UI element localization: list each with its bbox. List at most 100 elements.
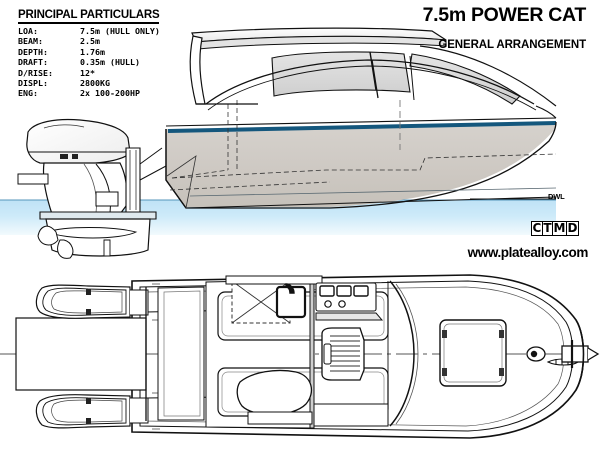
midsection-shade [95,163,111,214]
skeg [103,239,111,257]
plan-view [0,274,600,439]
hatch-hinge-1 [442,330,447,338]
engine-badge [60,154,68,159]
drawing-subtitle: GENERAL ARRANGEMENT [438,39,586,51]
windshield-post [371,59,379,99]
spec-value: 12* [80,67,95,78]
hatch-latch-1 [499,330,504,338]
deck-edge-line [165,117,557,127]
galley-hatch-group [225,275,323,324]
spec-row: ENG: 2x 100-200HP [18,88,160,98]
helm-seat-base [247,411,313,425]
cabin-side-coaming-inner [207,65,537,111]
plan-aft-step-inner [163,290,201,417]
boarding-platform [15,317,147,391]
galley-bench [225,275,323,285]
principal-particulars-table: LOA: 7.5m (HULL ONLY) BEAM: 2.5m DEPTH: … [18,26,160,99]
spec-row: D/RISE: 12* [18,68,160,78]
gearcase-torpedo [46,227,138,239]
foredeck-hatch-inner [443,323,503,383]
spec-label: D/RISE: [18,67,53,78]
spec-row: LOA: 7.5m (HULL ONLY) [18,26,160,36]
engine-bracket [125,147,141,213]
spec-label: LOA: [18,26,38,36]
spec-value: 7.5m (HULL ONLY) [80,26,160,36]
anti-ventilation-plate [39,211,157,220]
hatch-latch-2 [499,368,504,376]
cabin-side-coaming [205,59,535,105]
bow-profile [535,105,557,119]
chine-line [185,196,557,209]
foredeck-hatch [439,319,507,387]
switch-2 [338,300,346,308]
plan-stem-line [575,319,585,391]
outboard-engine-profile [17,118,167,259]
hull-side-shading [166,122,556,207]
ctmd-letter-t: T [542,221,553,235]
hatch-hinge-2 [442,368,447,376]
helm-station-group [321,327,365,381]
steering-wheel [330,335,360,372]
spec-label: ENG: [18,88,38,99]
windshield-glass [409,53,521,105]
engine-arm [17,173,49,185]
cabin-forward-post [409,55,415,101]
ctmd-logo: C T M D [531,221,579,236]
propeller-blade-2 [57,239,74,259]
switch-1 [324,300,332,308]
spec-value: 2x 100-200HP [80,88,140,99]
ctmd-letter-c: C [532,221,543,235]
spec-row: DRAFT: 0.35m (HULL) [18,57,160,67]
hidden-construction-lines [169,100,557,191]
trim-ram [139,147,167,181]
gauge-1 [319,285,335,297]
spec-value: 0.35m (HULL) [80,57,140,68]
spec-row: BEAM: 2.5m [18,36,160,46]
wheel-hub [323,343,332,365]
bracket-pivot [95,191,119,207]
midsection-shade-2 [83,163,97,214]
spec-row: DISPL: 2800KG [18,78,160,88]
gauge-2 [336,285,352,297]
spec-value: 1.76m [80,46,105,57]
dash-edge [315,312,384,321]
cowling-vent [43,124,85,129]
transom-diagonal [166,155,197,209]
design-waterline-label: DWL [548,192,565,201]
side-profile-view [17,27,557,259]
cabin-bulkhead [309,279,315,429]
cabin-sheer-top [419,45,557,107]
cabin-step [313,403,389,427]
dashboard-group [315,282,384,321]
helm-seat [236,369,313,416]
hull-outline [165,121,557,209]
bow-cleat [526,346,546,362]
sink-faucet [285,283,295,294]
anchor-roller [561,340,600,368]
outboard-engine-stbd-plan [35,392,160,430]
spec-label: DEPTH: [18,46,48,57]
spec-row: DEPTH: 1.76m [18,47,160,57]
spec-label: DISPL: [18,78,48,89]
bracket-detail [129,150,137,210]
spec-value: 2800KG [80,78,110,89]
sheer-stripe [168,120,556,133]
spec-heading: PRINCIPAL PARTICULARS [18,9,160,24]
spec-label: BEAM: [18,36,43,47]
side-window-glass [271,51,411,97]
propeller [37,225,59,246]
spec-value: 2.5m [80,36,100,47]
gauge-3 [353,285,369,297]
forward-bulkhead-inner [395,283,419,425]
hardtop-roof-aft-edge [195,35,447,50]
window-mullion [369,51,377,91]
outboard-engine-port-plan [35,283,160,321]
spec-label: DRAFT: [18,57,48,68]
ctmd-letter-m: M [553,221,567,235]
website-url: www.platealloy.com [467,245,589,260]
transom [165,129,187,209]
spray-rail-line [189,187,557,197]
plan-aft-step [157,286,205,421]
